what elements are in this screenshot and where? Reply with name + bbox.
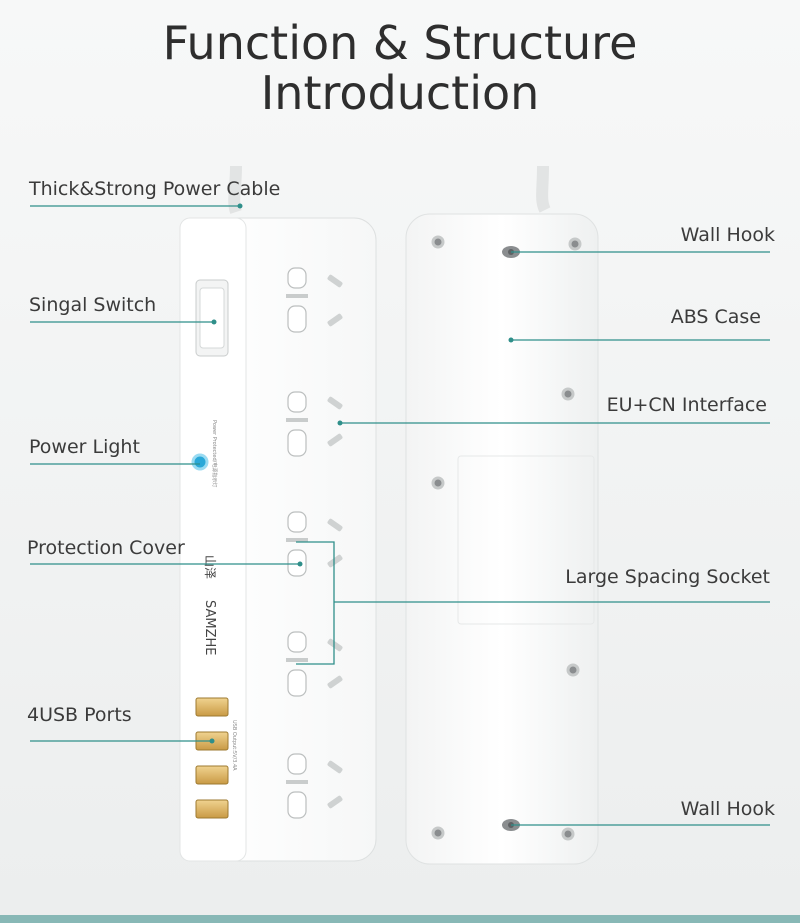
case-body xyxy=(405,213,599,865)
back-case xyxy=(405,165,599,865)
usb-ports xyxy=(195,697,229,819)
brand-cn-text: 山泽 xyxy=(203,555,217,579)
label-wall-hook-top: Wall Hook xyxy=(680,224,775,246)
title-line-2: Introduction xyxy=(260,66,540,120)
title-line-1: Function & Structure xyxy=(162,16,638,70)
switch-rocker xyxy=(199,287,225,349)
socket-4 xyxy=(286,631,343,697)
socket-1 xyxy=(286,267,343,333)
label-wall-hook-bottom: Wall Hook xyxy=(680,798,775,820)
power-cable-back xyxy=(536,165,551,213)
callout-lines xyxy=(30,203,770,826)
case-panel xyxy=(457,455,595,625)
label-abs-case: ABS Case xyxy=(670,306,761,328)
label-protection-cover: Protection Cover xyxy=(27,537,185,559)
usb-output-text: USB Output:5V/3.4A xyxy=(231,720,237,771)
socket-5 xyxy=(286,753,343,819)
socket-3 xyxy=(286,511,343,577)
power-protected-text: Power Protected/电源指示灯 xyxy=(211,420,218,487)
screw-holes xyxy=(431,235,582,841)
label-power-light: Power Light xyxy=(29,436,140,458)
label-spacing-socket: Large Spacing Socket xyxy=(565,566,770,588)
power-cable-front xyxy=(228,165,242,214)
front-power-strip: SAMZHE 山泽 Power Protected/电源指示灯 USB Outp… xyxy=(179,165,377,862)
label-interface: EU+CN Interface xyxy=(606,394,767,416)
brand-text: SAMZHE xyxy=(202,600,217,656)
power-light-led xyxy=(191,453,209,471)
socket-2 xyxy=(286,391,343,457)
label-power-cable: Thick&Strong Power Cable xyxy=(29,178,281,200)
page-title: Function & Structure Introduction xyxy=(0,18,800,118)
bottom-bar xyxy=(0,915,800,923)
label-usb-ports: 4USB Ports xyxy=(27,704,132,726)
label-switch: Singal Switch xyxy=(29,294,157,316)
